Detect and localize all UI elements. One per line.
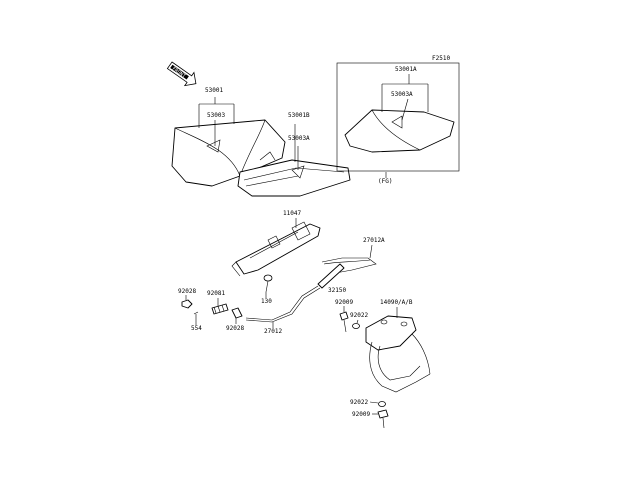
label-53003: 53003 bbox=[207, 112, 225, 119]
grab-rail-14090 bbox=[365, 315, 431, 393]
label-92009b: 92009 bbox=[352, 411, 370, 418]
label-92022a: 92022 bbox=[350, 312, 368, 319]
label-92009a: 92009 bbox=[335, 299, 353, 306]
cable-27012 bbox=[245, 285, 321, 323]
bolt-130 bbox=[263, 274, 273, 293]
label-92022b: 92022 bbox=[350, 399, 368, 406]
label-14090: 14090/A/B bbox=[380, 299, 413, 306]
label-32150: 32150 bbox=[328, 287, 346, 294]
front-arrow-icon: FRONT bbox=[166, 61, 197, 87]
label-53003a-b: 53003A bbox=[288, 135, 310, 142]
leader-27012a bbox=[369, 244, 373, 259]
label-92028a: 92028 bbox=[178, 288, 196, 295]
seat-53001b bbox=[237, 159, 351, 197]
label-fg: (FG) bbox=[378, 178, 392, 185]
spring-92081 bbox=[211, 303, 229, 315]
label-53001b: 53001B bbox=[288, 112, 310, 119]
label-53003a-a: 53003A bbox=[391, 91, 413, 98]
pin-554 bbox=[193, 311, 199, 315]
bolt-92009b bbox=[377, 409, 389, 429]
washer-92022a bbox=[352, 323, 360, 329]
leader-53001 bbox=[198, 97, 235, 128]
cable-27012a bbox=[321, 257, 377, 275]
label-27012a: 27012A bbox=[363, 237, 385, 244]
label-92081: 92081 bbox=[207, 290, 225, 297]
label-27012: 27012 bbox=[264, 328, 282, 335]
fg-inset-box bbox=[336, 62, 460, 172]
leader-53001a bbox=[381, 74, 429, 112]
label-130: 130 bbox=[261, 298, 272, 305]
leader-53003a-a bbox=[401, 98, 409, 121]
leader-92022b bbox=[369, 401, 379, 404]
label-11047: 11047 bbox=[283, 210, 301, 217]
label-554: 554 bbox=[191, 325, 202, 332]
collar-92028a bbox=[181, 299, 193, 309]
figure-id: F2510 bbox=[432, 55, 450, 62]
bracket-11047 bbox=[231, 221, 321, 277]
label-92028b: 92028 bbox=[226, 325, 244, 332]
bolt-92009a bbox=[339, 311, 349, 333]
leader-92022a bbox=[356, 319, 359, 324]
label-53001a: 53001A bbox=[395, 66, 417, 73]
label-53001: 53001 bbox=[205, 87, 223, 94]
seat-53001a bbox=[344, 109, 455, 153]
tube-32150 bbox=[317, 263, 345, 289]
collar-92028b bbox=[231, 307, 243, 319]
washer-92022b bbox=[378, 401, 386, 407]
